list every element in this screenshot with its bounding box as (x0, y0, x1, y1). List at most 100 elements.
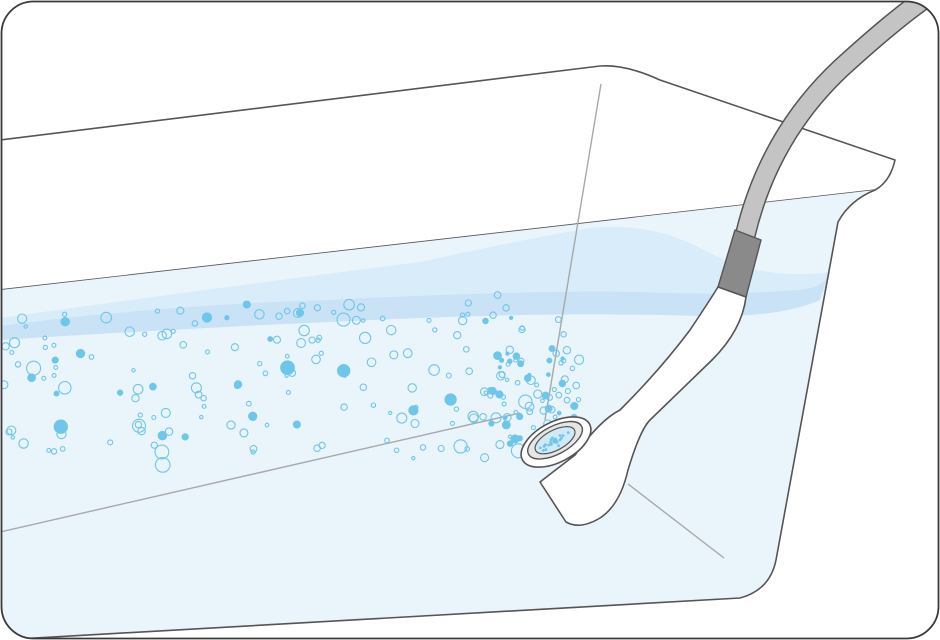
bubble (308, 336, 316, 344)
bubble (518, 357, 525, 364)
bubble (42, 344, 48, 351)
bubble (499, 357, 505, 363)
bubble (548, 345, 556, 353)
bubble (5, 428, 13, 436)
bubble (419, 444, 427, 451)
bubble (508, 434, 513, 439)
bubble (204, 349, 211, 355)
bubble (459, 312, 466, 318)
bubble (272, 335, 282, 344)
bubble (527, 372, 532, 377)
bubble (575, 396, 582, 403)
bubble (149, 382, 157, 391)
bubble (351, 315, 361, 325)
bubble (58, 381, 72, 395)
bubble (199, 414, 204, 420)
bubble (191, 320, 199, 327)
bubble (137, 426, 146, 436)
bubble (75, 348, 86, 359)
bubble (280, 360, 295, 376)
nozzle-dot (544, 448, 548, 451)
bubble (311, 354, 321, 365)
bubble (493, 351, 502, 360)
leader-line-bottom (627, 483, 725, 559)
bubble (150, 441, 158, 449)
bubble (483, 390, 489, 395)
bubble (428, 364, 440, 376)
bubble (533, 389, 543, 399)
bubble (27, 373, 36, 383)
bubble (8, 337, 21, 349)
bubble (284, 353, 290, 359)
bubble (181, 433, 189, 441)
bubble (505, 361, 511, 367)
bubble (100, 311, 113, 324)
bubble (116, 389, 124, 396)
bubble (572, 381, 581, 390)
bubble (267, 336, 274, 342)
bubble (16, 313, 28, 324)
tub-back-rim (1, 64, 896, 291)
bubble (262, 370, 269, 377)
bubble (495, 390, 504, 399)
bubble (46, 447, 52, 453)
bubble (224, 315, 230, 321)
bubble (242, 300, 251, 309)
bubble (449, 420, 456, 426)
bubble (50, 448, 58, 455)
bubble (560, 331, 567, 338)
bubble (9, 349, 15, 356)
bubble (413, 404, 419, 410)
shower-head-nozzles (538, 431, 570, 452)
nozzle-dot (558, 434, 562, 437)
bubble (546, 357, 553, 364)
bubble (131, 418, 147, 433)
bubble (573, 354, 585, 365)
bubble (161, 328, 173, 340)
bubble (264, 422, 270, 428)
bubble (558, 379, 567, 388)
bubble (498, 371, 506, 379)
bubble (506, 440, 514, 447)
bubble (340, 403, 348, 411)
bubble (426, 317, 432, 323)
bubble (482, 317, 489, 325)
bubble (467, 410, 479, 423)
bubble (547, 405, 556, 414)
bubble (488, 420, 495, 427)
bubble (569, 365, 576, 372)
bubble (285, 389, 291, 395)
bubble (385, 324, 397, 336)
bubble (563, 396, 571, 404)
nozzle-dot (558, 438, 562, 442)
bubble (124, 326, 135, 337)
bubble (41, 375, 47, 381)
bubble (154, 308, 161, 314)
bubble (239, 428, 249, 438)
bubble (250, 449, 256, 455)
bubble (516, 413, 524, 421)
bubble (298, 324, 310, 337)
bubble (388, 410, 393, 416)
bubble (393, 447, 400, 454)
bubble (151, 414, 157, 421)
tub-side-wall (1, 189, 876, 639)
bubble (88, 354, 95, 360)
bubble (437, 444, 445, 453)
bubble (157, 430, 168, 441)
bubble (516, 435, 523, 442)
bubble (131, 394, 140, 403)
bubble (508, 315, 514, 321)
bubble (410, 418, 420, 429)
bubble (18, 438, 29, 449)
bubble (524, 401, 535, 412)
bubble (402, 348, 413, 359)
bubble (570, 401, 579, 411)
nozzle-dot (561, 434, 565, 437)
bubble (132, 383, 144, 395)
bubble (137, 412, 143, 418)
nozzle-dot (538, 446, 542, 450)
bubble (142, 331, 148, 337)
bubble (107, 439, 114, 446)
bubble (176, 306, 185, 315)
